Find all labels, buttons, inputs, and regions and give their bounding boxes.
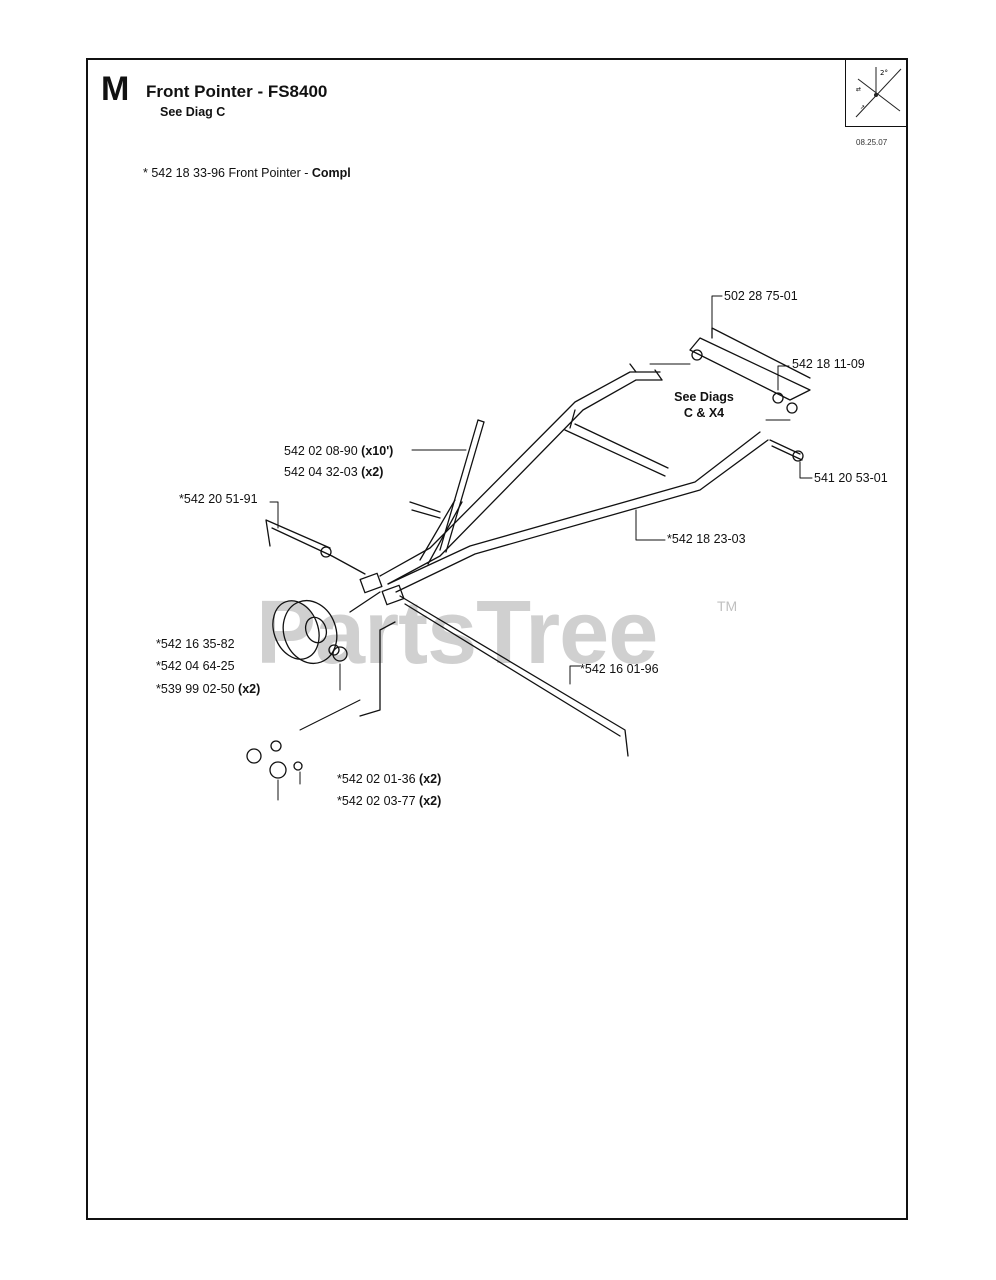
rear-bracket [689,337,811,401]
note-text: * 542 18 33-96 Front Pointer - [143,166,312,180]
see-diags-note: See Diags C & X4 [664,389,744,421]
page-title: Front Pointer - FS8400 [146,82,328,101]
label-542-16-01-96: *542 16 01-96 [580,662,659,676]
assembly-note: * 542 18 33-96 Front Pointer - Compl [143,166,351,180]
wheel-bolt [246,748,262,764]
frame-left-rail [379,371,661,577]
label-541-20-53-01: 541 20 53-01 [814,471,888,485]
page-frame [86,58,908,1220]
see-diags-line2: C & X4 [683,406,725,420]
revision-date: 08.25.07 [856,138,888,147]
nut [269,761,287,779]
leader-lines [269,295,813,801]
orientation-icon: 2° ⇄ ↗ [855,67,902,118]
long-rod [399,595,629,757]
label-542-18-11-09: 542 18 11-09 [792,357,865,371]
label-542-20-51-91: *542 20 51-91 [179,492,258,506]
small-pin [409,501,441,519]
label-542-16-35-82: *542 16 35-82 [156,637,235,651]
see-diags-line1: See Diags [674,390,734,404]
label-542-02-01-36: *542 02 01-36 (x2) [337,772,442,786]
label-542-18-23-03: *542 18 23-03 [667,532,746,546]
label-542-04-32-03: 542 04 32-03 (x2) [284,465,384,479]
watermark: PartsTree [256,583,658,683]
svg-text:2°: 2° [880,69,888,77]
upright-pole [439,419,485,553]
label-542-04-64-25: *542 04 64-25 [156,659,235,673]
label-542-02-03-77: *542 02 03-77 (x2) [337,794,442,808]
frame-right-rail [387,431,761,585]
page-subtitle: See Diag C [160,105,226,119]
label-542-02-08-90: 542 02 08-90 (x10') [284,444,394,458]
front-bracket-right [381,584,405,606]
section-letter: M [101,70,130,108]
note-bold: Compl [311,166,351,180]
wheel-spacer [332,646,348,662]
orientation-icon-box: 2° ⇄ ↗ [845,59,907,127]
label-539-99-02-50: *539 99 02-50 (x2) [156,682,261,696]
label-502-28-75-01: 502 28 75-01 [724,289,798,303]
svg-text:⇄: ⇄ [856,86,861,93]
front-bracket-left [359,572,383,594]
svg-text:↗: ↗ [860,104,865,111]
frame-crossbar [564,423,669,477]
rear-bolt [769,439,803,461]
left-rod [265,519,333,557]
watermark-tm: TM [717,598,738,614]
